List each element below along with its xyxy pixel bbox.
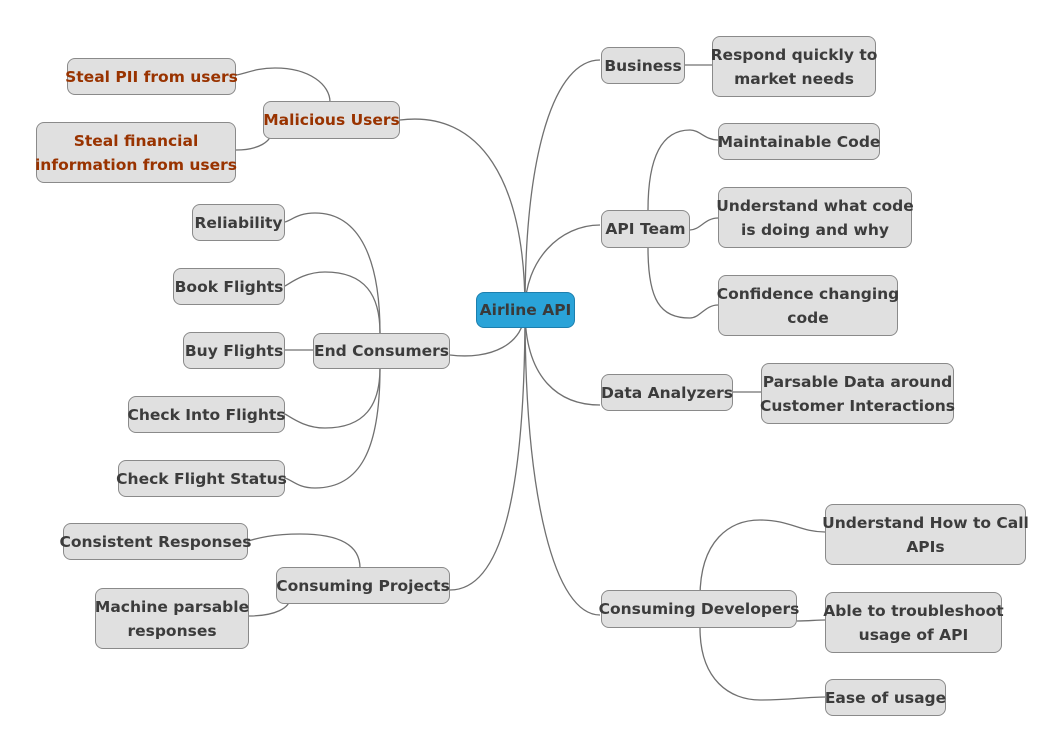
node-troubleshoot-label: Able to troubleshoot usage of API xyxy=(823,599,1003,647)
node-parsable-data-label: Parsable Data around Customer Interactio… xyxy=(760,370,955,418)
node-consuming-developers[interactable]: Consuming Developers xyxy=(598,590,800,628)
node-data-analyzers[interactable]: Data Analyzers xyxy=(601,374,733,411)
link-end-consumers-reliability xyxy=(284,212,381,334)
node-consistent-responses[interactable]: Consistent Responses xyxy=(60,523,252,560)
node-end-consumers[interactable]: End Consumers xyxy=(313,333,450,369)
node-understand-call-label: Understand How to Call APIs xyxy=(822,511,1029,559)
node-steal-pii[interactable]: Steal PII from users xyxy=(65,58,238,95)
link-root-business xyxy=(524,59,601,311)
node-respond-quickly-line-2: market needs xyxy=(734,69,854,88)
node-api-team[interactable]: API Team xyxy=(601,210,690,248)
node-steal-financial-label: Steal financial information from users xyxy=(35,129,237,177)
link-developers-troubleshoot xyxy=(796,619,826,622)
node-check-flight-status-label: Check Flight Status xyxy=(116,469,287,488)
node-respond-quickly-label: Respond quickly to market needs xyxy=(711,43,878,91)
node-confidence-changing[interactable]: Confidence changing code xyxy=(717,275,900,336)
node-end-consumers-label: End Consumers xyxy=(314,342,449,360)
node-parsable-data-line-1: Parsable Data around xyxy=(762,372,953,391)
node-book-flights[interactable]: Book Flights xyxy=(173,268,285,305)
node-consuming-developers-label: Consuming Developers xyxy=(598,600,800,618)
node-understand-code[interactable]: Understand what code is doing and why xyxy=(716,187,914,248)
node-machine-parsable-line-2: responses xyxy=(127,621,217,640)
node-check-into-flights[interactable]: Check Into Flights xyxy=(127,396,286,433)
link-end-consumers-book xyxy=(284,271,381,334)
node-machine-parsable[interactable]: Machine parsable responses xyxy=(95,588,249,649)
node-understand-code-line-1: Understand what code xyxy=(716,196,914,215)
node-data-analyzers-label: Data Analyzers xyxy=(601,383,733,402)
node-confidence-changing-line-2: code xyxy=(787,308,829,327)
node-respond-quickly[interactable]: Respond quickly to market needs xyxy=(711,36,878,97)
link-api-team-confidence xyxy=(647,247,719,319)
node-airline-api-label: Airline API xyxy=(479,301,572,319)
node-steal-financial-line-1: Steal financial xyxy=(73,131,199,150)
link-developers-ease xyxy=(699,627,826,701)
node-malicious-users-label: Malicious Users xyxy=(263,111,400,129)
node-consistent-responses-label: Consistent Responses xyxy=(59,532,252,551)
node-check-flight-status[interactable]: Check Flight Status xyxy=(116,460,287,497)
node-troubleshoot[interactable]: Able to troubleshoot usage of API xyxy=(823,592,1004,653)
link-root-malicious-users xyxy=(399,118,526,311)
link-projects-consistent xyxy=(247,533,361,569)
node-parsable-data[interactable]: Parsable Data around Customer Interactio… xyxy=(760,363,955,424)
node-understand-call-line-1: Understand How to Call xyxy=(822,513,1029,532)
node-machine-parsable-label: Machine parsable responses xyxy=(95,595,249,643)
node-check-into-flights-label: Check Into Flights xyxy=(127,405,286,424)
node-maintainable-code-label: Maintainable Code xyxy=(717,132,881,151)
node-consuming-projects[interactable]: Consuming Projects xyxy=(276,567,450,604)
node-reliability-label: Reliability xyxy=(194,213,283,232)
node-business[interactable]: Business xyxy=(601,47,685,84)
link-developers-understand-call xyxy=(699,519,826,598)
link-api-team-maintainable xyxy=(647,129,719,211)
node-business-label: Business xyxy=(604,56,682,75)
node-machine-parsable-line-1: Machine parsable xyxy=(94,597,250,616)
node-buy-flights-label: Buy Flights xyxy=(184,341,284,360)
node-reliability[interactable]: Reliability xyxy=(192,204,285,241)
link-api-team-understand xyxy=(689,217,719,231)
node-ease-of-usage[interactable]: Ease of usage xyxy=(825,679,946,716)
node-book-flights-label: Book Flights xyxy=(174,277,284,296)
node-ease-of-usage-label: Ease of usage xyxy=(824,688,947,707)
node-steal-pii-label: Steal PII from users xyxy=(65,67,238,86)
node-respond-quickly-line-1: Respond quickly to xyxy=(710,45,878,64)
node-understand-code-line-2: is doing and why xyxy=(741,220,889,239)
link-malicious-steal-pii xyxy=(235,67,331,103)
node-troubleshoot-line-2: usage of API xyxy=(858,625,969,644)
node-understand-call[interactable]: Understand How to Call APIs xyxy=(822,504,1029,565)
link-root-consuming-projects xyxy=(449,309,526,591)
link-end-consumers-check-into xyxy=(284,367,381,429)
node-confidence-changing-line-1: Confidence changing xyxy=(716,284,900,303)
node-maintainable-code[interactable]: Maintainable Code xyxy=(718,123,880,160)
link-root-consuming-developers xyxy=(524,309,601,616)
node-steal-financial-line-2: information from users xyxy=(34,155,238,174)
node-api-team-label: API Team xyxy=(605,220,686,238)
node-understand-call-line-2: APIs xyxy=(906,537,945,556)
node-consuming-projects-label: Consuming Projects xyxy=(276,576,450,595)
link-end-consumers-status xyxy=(284,367,381,489)
node-steal-financial[interactable]: Steal financial information from users xyxy=(35,122,237,183)
node-malicious-users[interactable]: Malicious Users xyxy=(263,101,400,139)
node-confidence-changing-label: Confidence changing code xyxy=(717,282,900,330)
node-airline-api[interactable]: Airline API xyxy=(476,292,575,328)
link-root-data-analyzers xyxy=(524,309,601,406)
node-parsable-data-line-2: Customer Interactions xyxy=(759,396,956,415)
node-buy-flights[interactable]: Buy Flights xyxy=(183,332,285,369)
node-understand-code-label: Understand what code is doing and why xyxy=(716,194,914,242)
node-troubleshoot-line-1: Able to troubleshoot xyxy=(823,601,1004,620)
